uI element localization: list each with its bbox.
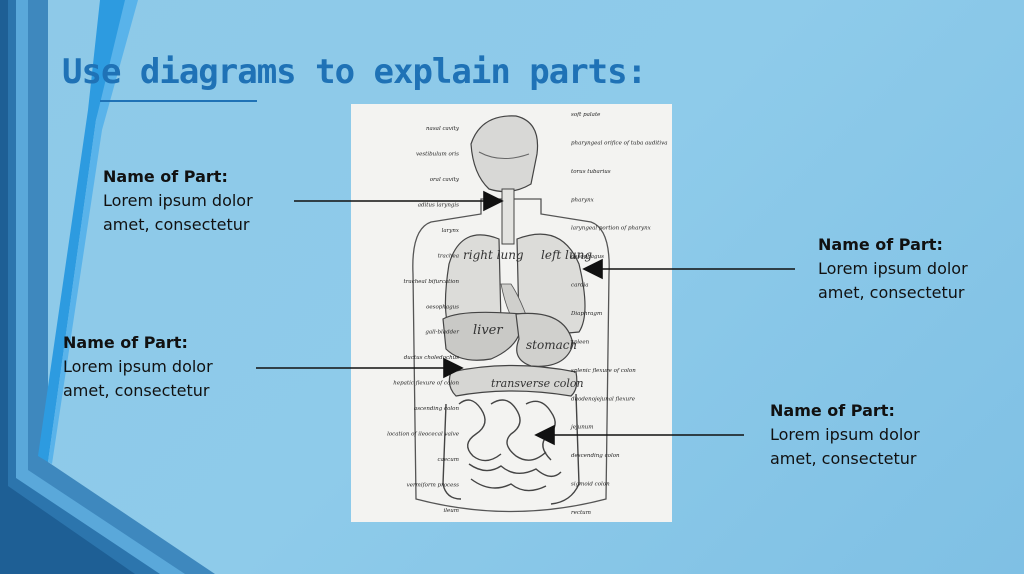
callout-4-desc: Lorem ipsum dolor amet, consectetur — [770, 425, 920, 468]
left-annotation: gall-bladder — [425, 330, 459, 336]
right-lung-label: right lung — [463, 248, 524, 262]
right-annotation: oesophagus — [571, 254, 604, 260]
callout-3-desc: Lorem ipsum dolor amet, consectetur — [63, 357, 213, 400]
left-annotation: caecum — [438, 457, 459, 463]
callout-4: Name of Part: Lorem ipsum dolor amet, co… — [770, 399, 945, 471]
left-annotation: trachea — [438, 253, 459, 259]
left-annotation: larynx — [442, 228, 460, 234]
right-annotation: duodenojejunal flexure — [571, 396, 636, 402]
right-annotation: descending colon — [571, 453, 620, 459]
title-underline — [100, 100, 257, 102]
callout-4-name: Name of Part: — [770, 401, 895, 420]
right-annotation: Diaphragm — [570, 311, 602, 317]
left-annotation: ascending colon — [414, 406, 460, 412]
right-annotation: pharyngeal orifice of tuba auditiva — [571, 140, 668, 146]
callout-1-name: Name of Part: — [103, 167, 228, 186]
left-annotation: oral cavity — [430, 177, 460, 183]
left-annotation: ileum — [443, 508, 459, 514]
right-annotation: torus tubarius — [571, 169, 611, 175]
right-annotation: rectum — [571, 510, 591, 516]
right-annotation: spleen — [571, 339, 590, 345]
right-annotation: pharynx — [571, 197, 595, 203]
callout-2-desc: Lorem ipsum dolor amet, consectetur — [818, 259, 968, 302]
right-annotation: soft palate — [571, 112, 601, 118]
callout-1: Name of Part: Lorem ipsum dolor amet, co… — [103, 165, 278, 237]
left-annotation: nasal cavity — [426, 126, 460, 132]
left-annotation: aditus laryngis — [418, 202, 459, 208]
left-annotation: tracheal bifurcation — [404, 279, 460, 285]
left-annotation: vestibulum oris — [416, 152, 459, 158]
right-annotation: jejunum — [570, 425, 594, 431]
left-annotation: hepatic flexure of colon — [393, 381, 459, 387]
right-annotation: sigmoid colon — [571, 482, 610, 488]
callout-2: Name of Part: Lorem ipsum dolor amet, co… — [818, 233, 993, 305]
transverse-colon-label: transverse colon — [491, 377, 584, 390]
left-annotation: vermiform process — [407, 483, 460, 489]
callout-3-name: Name of Part: — [63, 333, 188, 352]
callout-3: Name of Part: Lorem ipsum dolor amet, co… — [63, 331, 238, 403]
left-annotation: location of ileocecal valve — [387, 432, 460, 438]
callout-1-desc: Lorem ipsum dolor amet, consectetur — [103, 191, 253, 234]
callout-2-name: Name of Part: — [818, 235, 943, 254]
stomach-label: stomach — [526, 338, 577, 352]
right-annotation: splenic flexure of colon — [571, 368, 636, 374]
slide-title: Use diagrams to explain parts: — [62, 52, 647, 92]
right-annotation: laryngeal portion of pharynx — [571, 226, 652, 232]
anatomy-diagram: right lung left lung liver stomach trans… — [351, 104, 672, 522]
left-annotation: ductus choledochus — [404, 355, 459, 361]
right-annotation: cardia — [571, 283, 589, 289]
left-annotation: oesophagus — [426, 304, 459, 310]
liver-label: liver — [473, 323, 503, 338]
left-lung-label: left lung — [541, 248, 592, 262]
